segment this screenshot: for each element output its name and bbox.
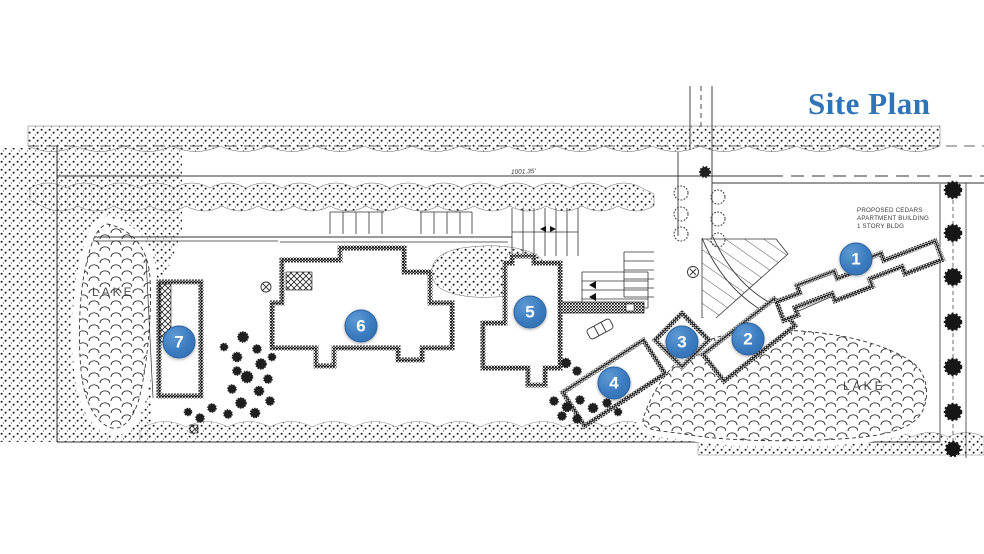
lake-right-label: LAKE xyxy=(843,379,886,393)
vegetation-band-top xyxy=(27,125,941,152)
building-marker-6[interactable]: 6 xyxy=(344,309,378,343)
building1-note: PROPOSED CEDARS APARTMENT BUILDING 1 STO… xyxy=(857,207,929,230)
shrub-cluster-west xyxy=(183,331,277,423)
building-1 xyxy=(773,237,946,324)
lake-left: LAKE xyxy=(72,216,158,436)
building-marker-5[interactable]: 5 xyxy=(513,295,547,329)
building-6 xyxy=(269,245,455,369)
vegetation-band-second xyxy=(29,182,655,212)
building1-note-line1: PROPOSED CEDARS xyxy=(857,207,923,214)
building-marker-1[interactable]: 1 xyxy=(839,242,873,276)
parking-lot-diagonal xyxy=(701,238,789,319)
building1-note-line3: 1 STORY BLDG xyxy=(857,223,904,230)
building-marker-3[interactable]: 3 xyxy=(665,325,699,359)
tree-dark-entry xyxy=(699,166,711,178)
tree-row-right xyxy=(943,180,963,458)
lake-left-label: LAKE xyxy=(92,285,135,299)
building-marker-2[interactable]: 2 xyxy=(731,322,765,356)
building-marker-4[interactable]: 4 xyxy=(597,366,631,400)
shrub-cluster-south xyxy=(549,357,623,424)
building-marker-7[interactable]: 7 xyxy=(162,325,196,359)
dimension-label: 1001.35' xyxy=(511,168,537,176)
building1-note-line2: APARTMENT BUILDING xyxy=(857,215,929,222)
street-trees xyxy=(673,185,726,248)
parked-car xyxy=(586,318,614,340)
page-title: Site Plan xyxy=(808,86,931,121)
carport-wall xyxy=(555,301,645,314)
lot-arrows xyxy=(540,226,596,301)
utility-pad xyxy=(189,424,199,434)
